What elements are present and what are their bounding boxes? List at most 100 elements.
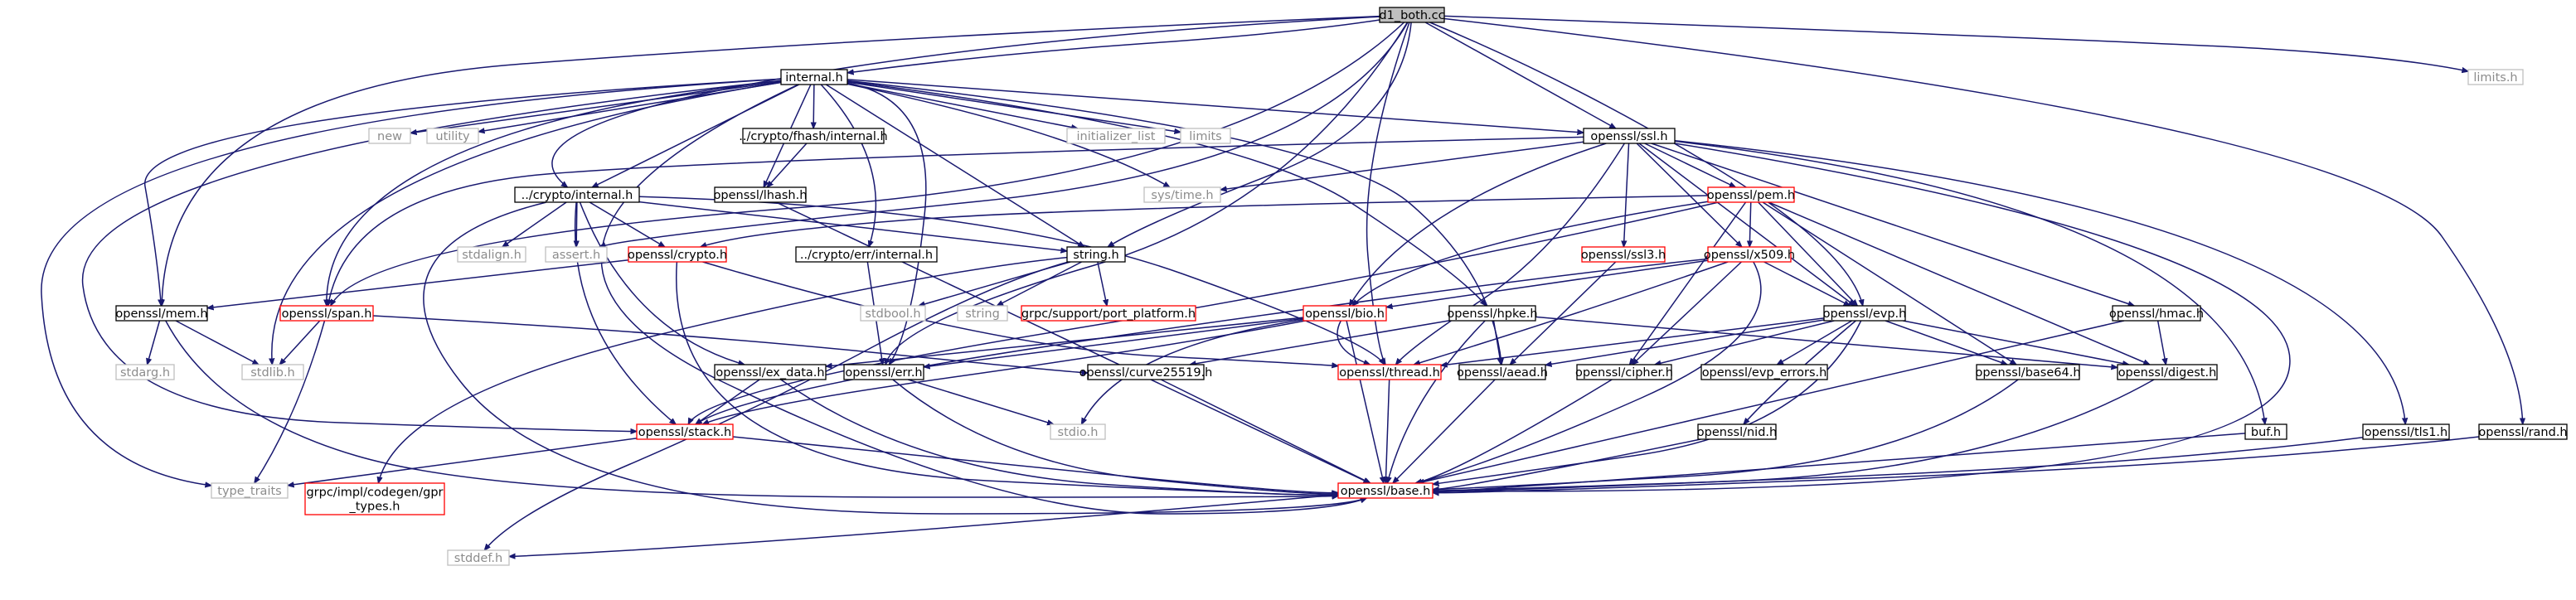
edge-base64_h-to-base_h (1433, 379, 2019, 490)
edge-ssl_h-to-bio_h (1349, 143, 1607, 306)
node-label: sys/time.h (1151, 189, 1213, 202)
edge-exdata_h-to-base_h (780, 379, 1338, 496)
node-bio-h[interactable]: openssl/bio.h (1303, 305, 1387, 322)
node-box (514, 186, 640, 203)
node-label: openssl/digest.h (2118, 366, 2217, 380)
node-curve-h[interactable]: openssl/curve25519.h (1079, 364, 1213, 380)
node-lhash-h[interactable]: openssl/lhash.h (714, 186, 808, 203)
node-stdbool: stdbool.h (860, 305, 926, 322)
node-hmac-h[interactable]: openssl/hmac.h (2109, 305, 2204, 322)
node-label: openssl/lhash.h (714, 189, 808, 202)
edge-x509_h-to-bio_h (1386, 259, 1709, 307)
node-rand-h[interactable]: openssl/rand.h (2478, 423, 2568, 440)
node-label: limits (1189, 130, 1221, 143)
edge-bio_h-to-thread_h (1337, 320, 1370, 365)
node-crypto-h[interactable]: openssl/crypto.h (628, 246, 727, 263)
node-span-h[interactable]: openssl/span.h (279, 305, 374, 322)
edge-root-to-span_h (331, 22, 1404, 306)
node-stdarg: stdarg.h (115, 364, 175, 380)
edge-evp_h-to-cipher_h (1655, 320, 1835, 365)
node-box (304, 482, 445, 515)
node-box (115, 364, 175, 380)
node-grpc-port[interactable]: grpc/support/port_platform.h (1021, 305, 1196, 322)
edge-mem_h-to-base_h (165, 320, 1338, 497)
node-stack-h[interactable]: openssl/stack.h (636, 423, 734, 440)
node-x509-h[interactable]: openssl/x509.h (1704, 246, 1795, 263)
node-box (1066, 246, 1126, 263)
node-label: openssl/span.h (282, 307, 372, 321)
edge-pem_h-to-crypto_h (701, 195, 1709, 247)
node-root[interactable]: d1_both.cc (1379, 7, 1445, 23)
node-box (457, 246, 526, 263)
node-label: openssl/curve25519.h (1079, 366, 1213, 380)
edge-ssl_h-to-evp_h (1638, 143, 1855, 306)
edge-thread_h-to-base_h (1385, 379, 1390, 483)
node-pem-h[interactable]: openssl/pem.h (1707, 186, 1795, 203)
node-ssl3-h[interactable]: openssl/ssl3.h (1581, 246, 1666, 263)
edge-err_h-to-base_h (892, 379, 1338, 494)
edge-root-to-crypto_int (551, 16, 1380, 187)
node-box (1700, 364, 1828, 380)
edge-internal_h-to-systime (847, 83, 1170, 187)
node-label: openssl/stack.h (638, 426, 732, 439)
node-hpke-h[interactable]: openssl/hpke.h (1447, 305, 1538, 322)
edge-mem_h-to-stdarg (148, 320, 161, 365)
edge-internal_h-to-type_traits (41, 78, 782, 485)
node-utility: utility (426, 128, 479, 144)
edge-crypto_int-to-exdata_h (579, 201, 744, 365)
node-exdata-h[interactable]: openssl/ex_data.h (714, 364, 827, 380)
node-err-int[interactable]: ../crypto/err/internal.h (795, 246, 938, 263)
node-box (795, 246, 938, 263)
node-nid-h[interactable]: openssl/nid.h (1697, 423, 1777, 440)
node-err-h[interactable]: openssl/err.h (843, 364, 924, 380)
node-evperr-h[interactable]: openssl/evp_errors.h (1700, 364, 1828, 380)
node-label: string.h (1073, 249, 1118, 262)
node-base64-h[interactable]: openssl/base64.h (1975, 364, 2081, 380)
node-ssl-h[interactable]: openssl/ssl.h (1583, 128, 1676, 144)
node-label: stdalign.h (462, 249, 522, 262)
node-aead-h[interactable]: openssl/aead.h (1457, 364, 1548, 380)
node-label: openssl/thread.h (1339, 366, 1440, 380)
node-box (2478, 423, 2568, 440)
node-box (714, 364, 827, 380)
node-label: openssl/ssl.h (1590, 130, 1667, 143)
node-string-h[interactable]: string.h (1066, 246, 1126, 263)
node-box (279, 305, 374, 322)
node-label: openssl/base64.h (1975, 366, 2080, 380)
node-thread-h[interactable]: openssl/thread.h (1337, 364, 1442, 380)
node-base-h[interactable]: openssl/base.h (1337, 482, 1434, 499)
node-type-traits: type_traits (211, 482, 289, 499)
node-internal-h[interactable]: internal.h (780, 69, 848, 85)
edge-ssl_h-to-thread_h (1395, 143, 1626, 365)
edge-tls1_h-to-base_h (1433, 436, 2364, 492)
edge-span_h-to-curve_h (372, 315, 1088, 373)
edge-hpke_h-to-aead_h (1492, 320, 1501, 365)
edge-ssl_h-to-span_h (328, 136, 1584, 306)
node-box (426, 128, 479, 144)
node-label: openssl/evp_errors.h (1702, 366, 1827, 380)
node-grpc-gpr[interactable]: grpc/impl/codegen/gpr_types.h (304, 482, 445, 515)
node-fhash-int[interactable]: ../crypto/fhash/internal.h (739, 128, 888, 144)
node-crypto-int[interactable]: ../crypto/internal.h (514, 186, 640, 203)
node-digest-h[interactable]: openssl/digest.h (2117, 364, 2218, 380)
node-box (628, 246, 727, 263)
node-box (447, 549, 510, 566)
node-box (2467, 69, 2524, 85)
node-evp-h[interactable]: openssl/evp.h (1823, 305, 1907, 322)
node-cipher-h[interactable]: openssl/cipher.h (1575, 364, 1673, 380)
node-box (1087, 364, 1205, 380)
edge-x509_h-to-stack_h (696, 258, 1709, 424)
edge-ssl_h-to-ssl3_h (1623, 143, 1630, 247)
node-label: openssl/hpke.h (1447, 307, 1537, 321)
node-buf-h[interactable]: buf.h (2244, 423, 2287, 440)
edge-nid_h-to-base_h (1433, 438, 1701, 490)
edge-bio_h-to-stdio (1080, 318, 1304, 424)
node-mem-h[interactable]: openssl/mem.h (115, 305, 208, 322)
node-new: new (368, 128, 411, 144)
node-stdlib: stdlib.h (241, 364, 304, 380)
edge-ssl_h-to-base_h (1433, 143, 2291, 491)
edge-ssl_h-to-systime (1220, 141, 1584, 190)
node-stdalign: stdalign.h (457, 246, 526, 263)
node-tls1-h[interactable]: openssl/tls1.h (2362, 423, 2450, 440)
